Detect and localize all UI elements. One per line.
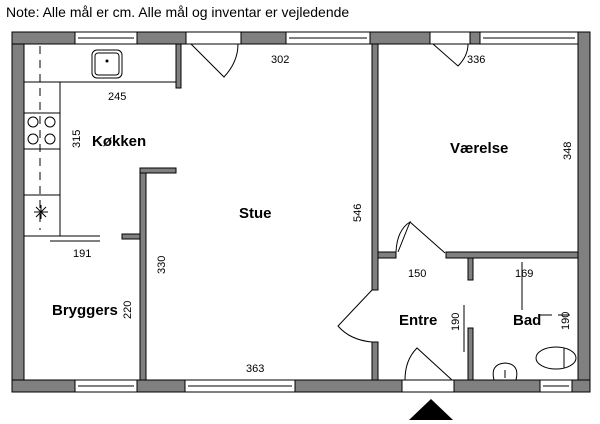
stove-icon <box>23 112 61 150</box>
entrance-arrow-icon <box>409 399 453 420</box>
dim-living-top: 302 <box>271 54 289 66</box>
sink-icon <box>91 49 123 79</box>
dim-kitchen-depth: 315 <box>71 130 83 148</box>
room-label-kitchen: Køkken <box>92 133 146 150</box>
dim-living-inner: 330 <box>156 256 168 274</box>
dim-bedroom-height: 348 <box>562 142 574 160</box>
outer-walls <box>11 31 591 393</box>
dim-bedroom-width: 336 <box>467 54 485 66</box>
room-label-living: Stue <box>239 205 272 222</box>
room-label-bedroom: Værelse <box>450 140 508 157</box>
dim-kitchen-width: 245 <box>108 91 126 103</box>
bath-fixtures <box>463 262 577 381</box>
toilet-icon <box>535 346 577 370</box>
dim-entrance-height: 190 <box>450 313 462 331</box>
appliance-star-icon <box>34 205 48 219</box>
dim-bath-height: 190 <box>560 312 572 330</box>
dim-utility-height: 220 <box>122 301 134 319</box>
dim-living-height: 546 <box>352 204 364 222</box>
plan-note: Note: Alle mål er cm. Alle mål og invent… <box>6 4 350 20</box>
room-label-bath: Bad <box>513 312 541 329</box>
interior-walls <box>121 43 579 381</box>
room-label-utility: Bryggers <box>52 302 118 319</box>
windows <box>74 31 579 393</box>
kitchen-counter <box>23 46 176 237</box>
washbasin-icon <box>492 362 518 381</box>
dim-bath-width: 169 <box>515 268 533 280</box>
room-label-entrance: Entre <box>399 312 437 329</box>
dim-living-bottom: 363 <box>246 363 264 375</box>
dim-utility-width: 191 <box>73 248 91 260</box>
doors <box>185 31 471 393</box>
dim-entrance-width: 150 <box>408 268 426 280</box>
